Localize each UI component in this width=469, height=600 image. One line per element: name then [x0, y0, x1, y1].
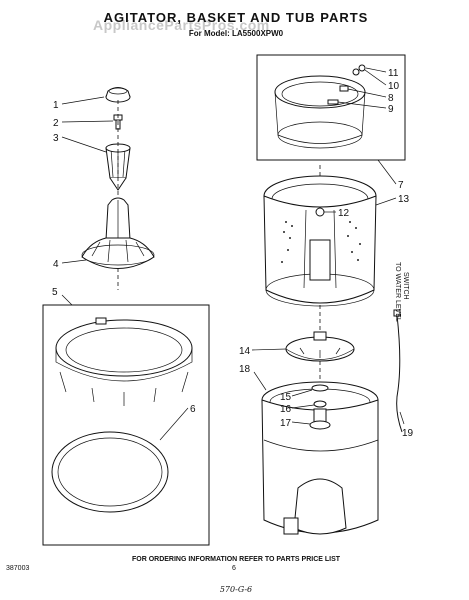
water-level-switch-label: TO WATER LEVEL SWITCH [394, 262, 409, 322]
document-number: 387003 [6, 565, 29, 572]
agitator-cap-part [105, 87, 131, 103]
page-number: 6 [232, 565, 236, 572]
callout-14: 14 [239, 346, 251, 357]
basket-ring-part [274, 64, 366, 149]
callout-7: 7 [398, 180, 404, 191]
outer-tub-ring-group-box [42, 304, 210, 546]
handwritten-code: 570-G-6 [220, 585, 252, 594]
callout-9: 9 [388, 104, 394, 115]
outer-tub-part [261, 381, 379, 535]
tub-seal-bearing-part [309, 384, 331, 430]
water-level-hose-part [396, 314, 403, 433]
callout-5: 5 [52, 287, 58, 298]
callout-6: 6 [190, 404, 196, 415]
callouts: 1 2 3 4 5 6 7 8 9 10 11 12 13 14 15 16 1… [52, 67, 414, 441]
side-label-line-1: TO WATER LEVEL [394, 262, 401, 322]
side-label-line-2: SWITCH [402, 272, 409, 300]
callout-3: 3 [53, 133, 59, 144]
callout-12: 12 [338, 208, 350, 219]
agitator-part [81, 197, 155, 269]
basket-drive-hub-part [285, 331, 355, 362]
tub-seal-part [51, 431, 169, 513]
watermark: AppliancePartsPros.com [93, 17, 270, 33]
basket-part [263, 175, 377, 307]
ordering-note: FOR ORDERING INFORMATION REFER TO PARTS … [132, 556, 341, 563]
callout-18: 18 [239, 364, 251, 375]
callout-11: 11 [388, 68, 399, 79]
callout-13: 13 [398, 194, 410, 205]
model-subtitle: For Model: LA5500XPW0 [189, 29, 284, 38]
diagram-title: AGITATOR, BASKET AND TUB PARTS [104, 10, 369, 25]
tub-ring-part [55, 317, 193, 406]
callout-19: 19 [402, 428, 414, 439]
hose-fitting [393, 309, 401, 317]
basket-ring-group-box [256, 54, 406, 161]
callout-17: 17 [280, 418, 292, 429]
callout-4: 4 [53, 259, 59, 270]
callout-15: 15 [280, 392, 292, 403]
callout-16: 16 [280, 404, 292, 415]
callout-10: 10 [388, 81, 400, 92]
callout-1: 1 [53, 100, 59, 111]
callout-2: 2 [53, 118, 59, 129]
callout-8: 8 [388, 93, 394, 104]
